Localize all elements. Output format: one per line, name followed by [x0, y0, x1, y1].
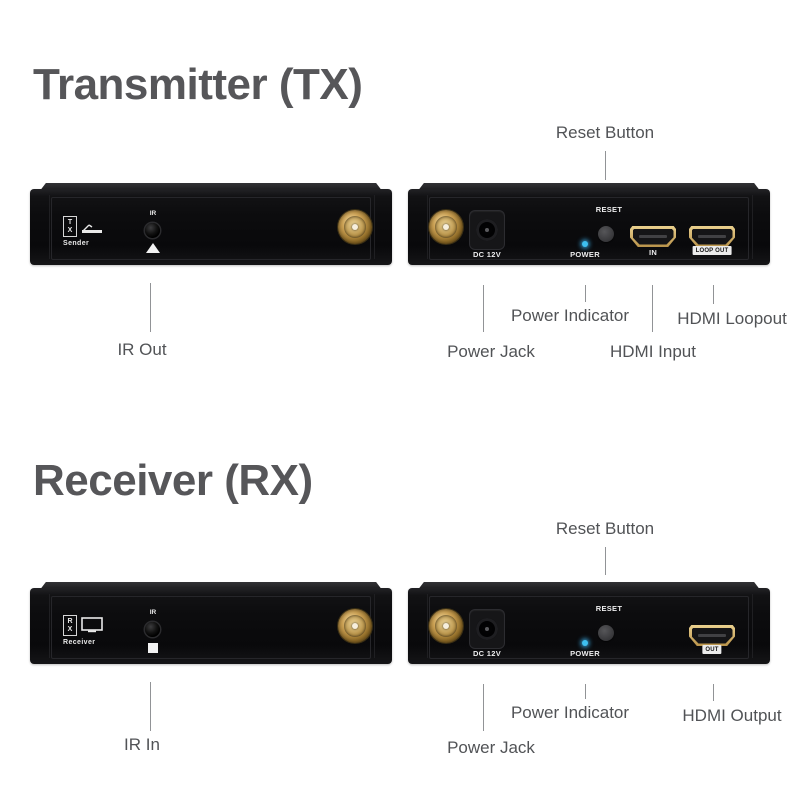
rx-reset-callout: Reset Button: [555, 519, 655, 538]
tx-logo: T X Sender: [63, 216, 141, 247]
dc-label: DC 12V: [472, 250, 502, 259]
ir-label: IR: [149, 609, 157, 616]
hdmi-port-opening: [632, 228, 674, 245]
tx-hdmi-input-callout: HDMI Input: [610, 342, 696, 361]
hdmi-port-opening: [691, 228, 733, 245]
tx-power-jack-leader-line: [483, 285, 484, 332]
dc-jack-pin: [485, 627, 489, 631]
tx-logo-box: T X: [63, 216, 77, 237]
tx-ir-callout: IR Out: [117, 340, 167, 359]
rx-ir-leader-line: [150, 682, 151, 731]
power-label: POWER: [570, 649, 600, 658]
rx-power-jack-leader-line: [483, 684, 484, 731]
dc-power-jack: [470, 610, 504, 648]
hdmi-loopout-label: LOOP OUT: [692, 246, 732, 255]
ir-in-jack: [145, 622, 160, 637]
antenna-connector: [338, 609, 372, 643]
rx-hdmi-output-callout: HDMI Output: [682, 706, 782, 725]
hdmi-port-slot: [697, 634, 727, 638]
dc-label: DC 12V: [472, 649, 502, 658]
reset-label: RESET: [595, 205, 623, 214]
hdmi-port-slot: [697, 235, 727, 239]
tx-power-indicator-leader-line: [585, 285, 586, 302]
tx-title: Transmitter (TX): [33, 60, 363, 110]
reset-button: [598, 226, 614, 242]
reset-label: RESET: [595, 604, 623, 613]
rx-rear-panel: DC 12V POWER RESET OUT: [408, 582, 770, 664]
tx-reset-callout: Reset Button: [555, 123, 655, 142]
logo-letter: T: [67, 218, 73, 226]
tx-power-indicator-callout: Power Indicator: [510, 306, 630, 325]
device-top-lip: [417, 582, 761, 591]
device-body: [30, 189, 392, 265]
logo-letter: X: [67, 226, 73, 234]
logo-letter: X: [67, 625, 73, 633]
rx-power-jack-callout: Power Jack: [447, 738, 535, 757]
hdmi-out-port: [689, 625, 735, 646]
dc-jack-hole: [476, 618, 498, 640]
rx-logo-box: R X: [63, 615, 77, 636]
hdmi-loopout-port: [689, 226, 735, 247]
power-led: [582, 241, 588, 247]
device-top-lip: [39, 582, 383, 591]
tx-reset-leader-line: [605, 151, 606, 180]
tx-rear-panel: DC 12V POWER RESET IN LOOP OUT: [408, 183, 770, 265]
rx-logo: R X Receiver: [63, 615, 141, 646]
rx-hdmi-output-leader-line: [713, 684, 714, 701]
antenna-connector: [338, 210, 372, 244]
device-top-lip: [417, 183, 761, 192]
dc-jack-hole: [476, 219, 498, 241]
reset-button: [598, 625, 614, 641]
rx-title: Receiver (RX): [33, 456, 313, 506]
hdmi-out-label: OUT: [702, 645, 722, 654]
antenna-connector: [429, 609, 463, 643]
dc-power-jack: [470, 211, 504, 249]
tx-front-panel: T X Sender IR: [30, 183, 392, 265]
rx-front-panel: R X Receiver IR: [30, 582, 392, 664]
tx-hdmi-input-leader-line: [652, 285, 653, 332]
power-label: POWER: [570, 250, 600, 259]
ir-direction-marker: [146, 243, 160, 253]
rx-power-indicator-leader-line: [585, 684, 586, 699]
device-top-lip: [39, 183, 383, 192]
hdmi-in-port: [630, 226, 676, 247]
monitor-icon: [81, 617, 103, 633]
ir-square-marker: [148, 643, 158, 653]
hdmi-in-label: IN: [648, 248, 658, 257]
logo-letter: R: [67, 617, 73, 625]
rx-ir-callout: IR In: [124, 735, 160, 754]
tx-logo-caption: Sender: [63, 240, 90, 247]
tx-power-jack-callout: Power Jack: [447, 342, 535, 361]
rx-logo-caption: Receiver: [63, 639, 96, 646]
dc-jack-pin: [485, 228, 489, 232]
rx-power-indicator-callout: Power Indicator: [510, 703, 630, 722]
tx-hdmi-loopout-callout: HDMI Loopout: [677, 309, 787, 328]
antenna-connector: [429, 210, 463, 244]
tx-hdmi-loopout-leader-line: [713, 285, 714, 304]
power-led: [582, 640, 588, 646]
hdmi-port-opening: [691, 627, 733, 644]
rx-reset-leader-line: [605, 547, 606, 575]
antenna-icon: [82, 224, 102, 233]
tx-ir-leader-line: [150, 283, 151, 332]
ir-label: IR: [149, 210, 157, 217]
hdmi-port-slot: [638, 235, 668, 239]
ir-out-jack: [145, 223, 160, 238]
device-body: [30, 588, 392, 664]
